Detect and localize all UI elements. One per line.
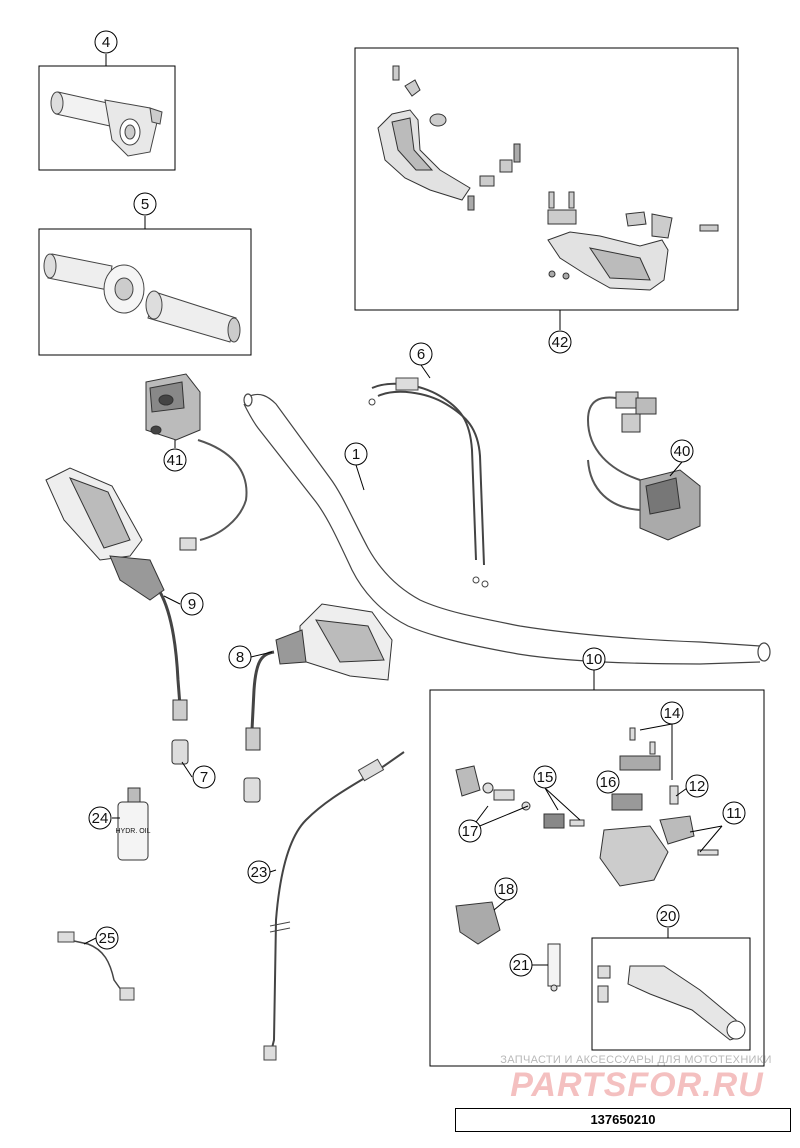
svg-text:18: 18 <box>498 881 515 898</box>
svg-text:12: 12 <box>689 778 706 795</box>
svg-text:16: 16 <box>600 774 617 791</box>
svg-text:17: 17 <box>462 823 479 840</box>
callout-24: 24 <box>88 806 112 830</box>
callout-1: 1 <box>344 442 368 466</box>
throttle-grip-part <box>50 91 163 157</box>
svg-text:40: 40 <box>674 443 691 460</box>
lever-sub-box <box>591 937 751 1051</box>
callout-14: 14 <box>660 701 684 725</box>
svg-text:7: 7 <box>200 769 208 786</box>
bottle-label: HYDR. OIL <box>115 828 150 835</box>
callout-41: 41 <box>163 448 187 472</box>
callout-40: 40 <box>670 439 694 463</box>
hydraulic-oil-bottle: HYDR. OIL <box>115 787 151 861</box>
right-switch-part <box>586 391 701 541</box>
svg-text:4: 4 <box>102 34 110 51</box>
svg-text:11: 11 <box>726 805 742 822</box>
group-grips <box>38 216 252 356</box>
callout-10: 10 <box>582 647 606 671</box>
callout-21: 21 <box>509 953 533 977</box>
right-handguard-part <box>547 191 719 291</box>
mirror-adapters-part <box>171 739 261 803</box>
left-handguard-part <box>377 65 521 211</box>
callout-7: 7 <box>192 765 216 789</box>
callout-25: 25 <box>95 926 119 950</box>
svg-text:1: 1 <box>352 446 360 463</box>
callout-20: 20 <box>656 904 680 928</box>
callout-17: 17 <box>458 819 482 843</box>
right-grip-part <box>145 290 241 343</box>
handguard-box <box>354 47 739 311</box>
right-mirror-part <box>245 603 393 751</box>
svg-text:8: 8 <box>236 649 244 666</box>
svg-text:9: 9 <box>188 596 196 613</box>
svg-text:21: 21 <box>513 957 530 974</box>
master-cylinder-parts <box>455 727 719 992</box>
svg-text:42: 42 <box>552 334 569 351</box>
svg-text:5: 5 <box>141 196 149 213</box>
svg-text:23: 23 <box>251 864 268 881</box>
callout-23: 23 <box>247 860 271 884</box>
hydraulic-line-part <box>263 751 405 1061</box>
group-throttle-grip <box>38 54 176 171</box>
callout-12: 12 <box>685 774 709 798</box>
svg-text:14: 14 <box>664 705 681 722</box>
grips-box <box>38 228 252 356</box>
callout-11: 11 <box>722 801 746 825</box>
left-grip-part <box>43 253 145 314</box>
callout-42: 42 <box>548 330 572 354</box>
part-code-box: 137650210 <box>455 1108 791 1132</box>
callouts: 4 5 42 6 1 41 40 9 8 10 14 7 15 16 12 24… <box>88 30 746 977</box>
svg-text:10: 10 <box>586 651 603 668</box>
callout-8: 8 <box>228 645 252 669</box>
left-mirror-part <box>45 467 188 721</box>
svg-text:20: 20 <box>660 908 677 925</box>
svg-text:24: 24 <box>92 810 109 827</box>
watermark-logo: PARTSFOR.RU <box>510 1066 764 1104</box>
svg-text:41: 41 <box>167 452 184 469</box>
callout-4: 4 <box>94 30 118 54</box>
throttle-cables-part <box>368 377 489 588</box>
callout-9: 9 <box>180 592 204 616</box>
group-master-cylinder <box>429 670 765 1067</box>
svg-text:15: 15 <box>537 769 554 786</box>
group-handguard-set <box>354 47 739 330</box>
watermark-tagline: ЗАПЧАСТИ И АКСЕССУАРЫ ДЛЯ МОТОТЕХНИКИ <box>500 1054 772 1066</box>
callout-16: 16 <box>596 770 620 794</box>
brake-lever-part <box>597 965 746 1041</box>
callout-18: 18 <box>494 877 518 901</box>
wire-harness-part <box>57 931 135 1001</box>
callout-6: 6 <box>409 342 433 366</box>
svg-text:6: 6 <box>417 346 425 363</box>
left-switch-part <box>145 373 248 551</box>
master-cylinder-box <box>429 689 765 1067</box>
leader-lines <box>83 364 683 945</box>
callout-5: 5 <box>133 192 157 216</box>
callout-15: 15 <box>533 765 557 789</box>
svg-text:25: 25 <box>99 930 116 947</box>
throttle-grip-box <box>38 65 176 171</box>
